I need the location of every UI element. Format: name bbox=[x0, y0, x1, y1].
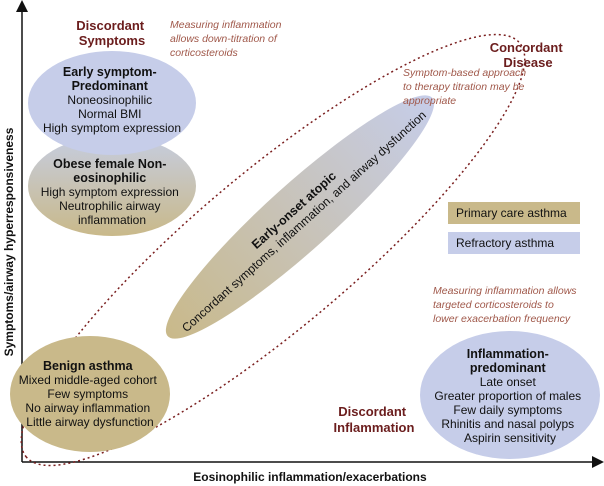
legend: Primary care asthma Refractory asthma bbox=[448, 202, 580, 254]
obese-female-text: Obese female Non- eosinophilic High symp… bbox=[41, 155, 184, 227]
legend-swatch-primary-care bbox=[448, 202, 580, 224]
discordant-symptoms-label: Discordant Symptoms bbox=[76, 18, 148, 48]
obese-female-cluster bbox=[28, 136, 196, 236]
legend-label-refractory: Refractory asthma bbox=[456, 236, 554, 250]
note-top-right: Symptom-based approach to therapy titrat… bbox=[403, 67, 529, 107]
note-bottom-right: Measuring inflammation allows targeted c… bbox=[433, 285, 579, 325]
benign-cluster bbox=[10, 336, 170, 452]
y-axis-label: Symptoms/airway hyperresponsiveness bbox=[2, 127, 16, 356]
note-top-left: Measuring inflammation allows down-titra… bbox=[170, 19, 284, 59]
inflammation-predominant-cluster bbox=[420, 331, 600, 459]
inflammation-predominant-text: Inflammation- predominant Late onset Gre… bbox=[434, 345, 585, 445]
concordant-disease-label: Concordant Disease bbox=[490, 40, 567, 70]
legend-label-primary-care: Primary care asthma bbox=[456, 206, 567, 220]
legend-swatch-refractory bbox=[448, 232, 580, 254]
benign-text: Benign asthma Mixed middle-aged cohort F… bbox=[19, 357, 162, 429]
early-onset-cluster bbox=[165, 95, 435, 339]
early-symptom-text: Early symptom- Predominant Noneosinophil… bbox=[43, 63, 181, 135]
svg-text:Concordant symptoms, inflammat: Concordant symptoms, inflammation, and a… bbox=[179, 108, 429, 335]
early-symptom-cluster bbox=[28, 51, 196, 155]
x-axis-label: Eosinophilic inflammation/exacerbations bbox=[193, 470, 427, 484]
discordant-inflammation-label: Discordant Inflammation bbox=[334, 404, 415, 435]
